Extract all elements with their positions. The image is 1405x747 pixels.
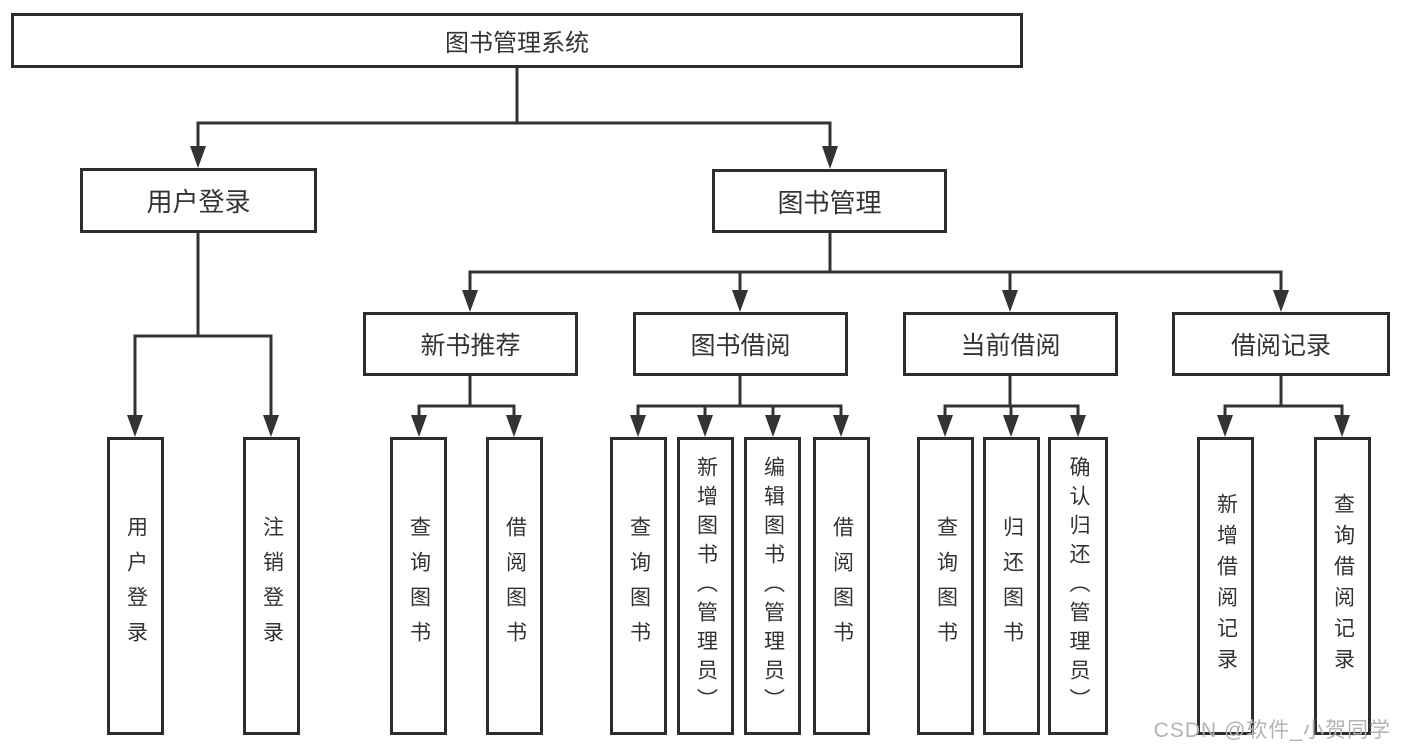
node-label: 借阅图书 [830,516,854,656]
node-confirm-return-admin: 确认归还（管理员） [1048,437,1108,735]
node-add-borrow-record: 新增借阅记录 [1197,437,1254,735]
connector-root-split [190,68,838,169]
connector-borrow-records-split [1217,376,1350,437]
node-query-books-recommend: 查询图书 [390,437,447,735]
node-return-books: 归还图书 [983,437,1040,735]
node-logout: 注销登录 [243,437,300,735]
node-label: 归还图书 [1000,516,1024,656]
node-library-management-system: 图书管理系统 [11,13,1023,68]
node-book-management: 图书管理 [712,169,947,233]
connector-book-management-split [462,233,1289,312]
node-book-borrowing: 图书借阅 [633,312,848,376]
node-label: 用户登录 [146,187,251,217]
connector-new-book-split [411,376,522,437]
node-label: 查询图书 [407,516,431,656]
node-label: 新书推荐 [420,332,521,360]
csdn-watermark: CSDN @软件_小贺同学 [1153,719,1391,742]
node-label: 图书管理系统 [445,30,589,57]
node-label: 查询图书 [934,516,958,656]
node-query-books-borrow: 查询图书 [610,437,667,735]
node-label: 新增借阅记录 [1214,493,1238,679]
node-query-books-current: 查询图书 [917,437,974,735]
node-add-books-admin: 新增图书（管理员） [677,437,734,735]
connector-book-borrow-split [630,376,849,437]
connector-user-login-split [127,233,279,437]
node-borrowing-records: 借阅记录 [1172,312,1390,376]
node-borrow-books-recommend: 借阅图书 [486,437,543,735]
node-label: 注销登录 [260,516,284,656]
node-label: 编辑图书（管理员） [761,455,785,717]
node-label: 图书管理 [777,187,882,218]
node-current-borrowing: 当前借阅 [903,312,1118,376]
node-edit-books-admin: 编辑图书（管理员） [744,437,801,735]
node-label: 借阅图书 [503,516,527,656]
connector-current-borrow-split [937,376,1086,437]
node-label: 借阅记录 [1230,332,1331,360]
node-borrow-books: 借阅图书 [813,437,870,735]
node-label: 查询图书 [627,516,651,656]
node-new-book-recommendation: 新书推荐 [363,312,578,376]
node-user-login-leaf: 用户登录 [107,437,164,735]
node-user-login: 用户登录 [80,168,317,233]
node-label: 当前借阅 [960,332,1061,360]
node-label: 查询借阅记录 [1331,493,1355,679]
node-query-borrow-record: 查询借阅记录 [1314,437,1371,735]
node-label: 图书借阅 [690,332,791,360]
node-label: 确认归还（管理员） [1067,455,1090,717]
node-label: 新增图书（管理员） [694,455,718,717]
node-label: 用户登录 [124,516,148,656]
